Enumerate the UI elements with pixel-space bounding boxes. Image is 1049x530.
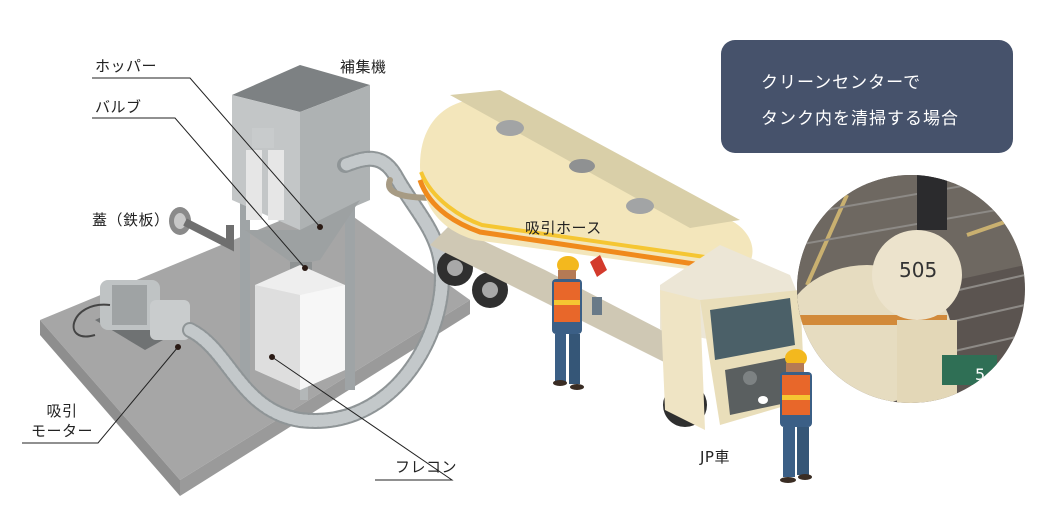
dust-collector: [232, 65, 370, 400]
tank-interior-photo: 505 5: [797, 175, 1025, 403]
worker-at-truck-front: [758, 349, 812, 483]
label-suction-motor-line2: モーター: [30, 422, 93, 440]
lid-steel-plate-pipe: [169, 207, 234, 252]
label-hopper: ホッパー: [95, 57, 158, 75]
plate-number: 5: [975, 365, 985, 384]
suction-motor: [72, 280, 190, 350]
info-line-2: タンク内を清掃する場合: [761, 109, 959, 129]
tank-number: 505: [899, 258, 937, 282]
label-valve: バルブ: [95, 98, 142, 116]
flexible-container-bag: [255, 265, 345, 390]
label-flexible-container: フレコン: [395, 458, 458, 476]
scenario-info-box: クリーンセンターで タンク内を清掃する場合: [721, 40, 1013, 153]
label-lid-steel-plate: 蓋（鉄板）: [92, 211, 170, 229]
worker-at-truck-side: [552, 256, 602, 390]
leader-dots: [175, 224, 323, 360]
leader-lines: [22, 77, 454, 481]
info-line-1: クリーンセンターで: [761, 73, 922, 93]
label-suction-hose: 吸引ホース: [525, 219, 602, 237]
label-collector: 補集機: [340, 58, 387, 76]
label-jp-truck: JP車: [700, 448, 730, 466]
label-suction-motor-line1: 吸引: [46, 402, 78, 420]
